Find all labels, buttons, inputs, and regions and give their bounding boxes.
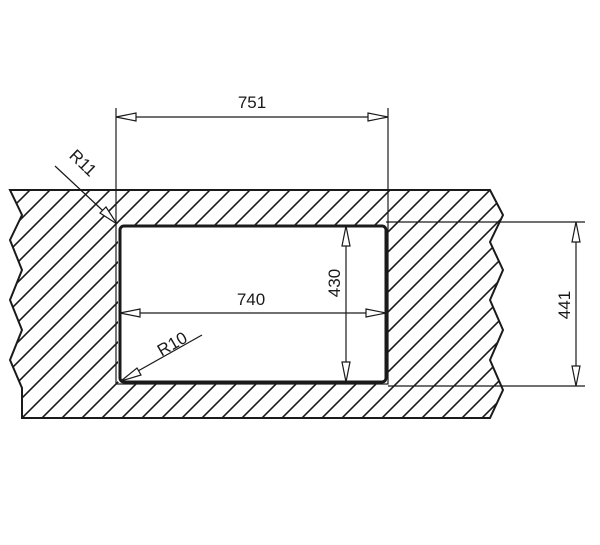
dimension-outer-width: 751 [115, 93, 389, 190]
dimension-label-740: 740 [237, 290, 265, 309]
dimension-label-430: 430 [325, 269, 344, 297]
hatch-line [279, 190, 503, 418]
hatch-line [299, 190, 503, 418]
hatch-line [10, 190, 221, 418]
hatch-line [10, 190, 81, 418]
slab-outline [8, 189, 505, 419]
hatch-line [339, 190, 503, 418]
hatch-line [10, 190, 241, 418]
dimension-inner-height: 430 [325, 225, 351, 383]
hatch-line [259, 190, 503, 418]
sink-bowl-outline [118, 224, 388, 384]
dimension-label-751: 751 [238, 93, 266, 112]
hatch-line [580, 160, 600, 440]
hatch-line [10, 190, 181, 418]
hatch-line [479, 190, 503, 418]
hatch-line [399, 190, 503, 418]
hatch-line [10, 190, 161, 418]
radius-label-r11: R11 [65, 146, 100, 180]
hatch-line [439, 190, 503, 418]
hatch-line [499, 190, 503, 418]
hatch-line [10, 190, 201, 418]
radius-leader-r11: R11 [54, 146, 118, 225]
dimension-label-441: 441 [555, 291, 574, 319]
dimension-inner-width: 740 [119, 290, 387, 318]
hatch-line [419, 190, 503, 418]
cutout-outline [115, 189, 389, 385]
hatch-line [10, 190, 101, 418]
dimension-outer-height: 441 [386, 221, 585, 387]
hatch-line [10, 190, 121, 418]
hatch-line [10, 190, 141, 418]
hatch-line [319, 190, 503, 418]
hatch-line [379, 190, 503, 418]
